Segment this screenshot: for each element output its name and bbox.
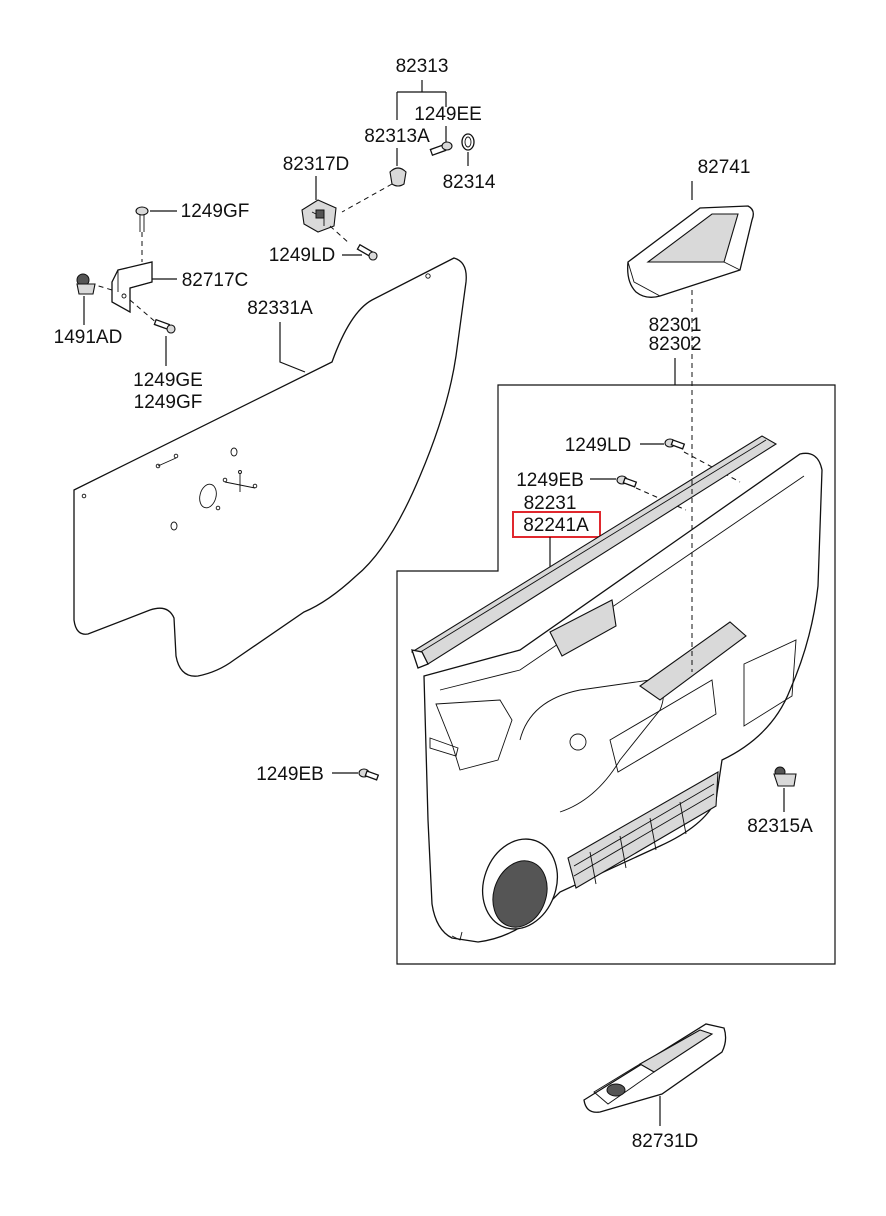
clip-82313A-icon xyxy=(389,167,407,187)
grommet-82314-icon xyxy=(461,133,475,151)
screw-1249EE-icon xyxy=(429,141,453,157)
label-82315A: 82315A xyxy=(747,816,813,837)
screw-1249LD-top-icon xyxy=(356,243,378,261)
screw-1249EB-left-icon xyxy=(358,768,380,781)
top-hardware-group: 82313 1249EE 82313A 82317D 82314 xyxy=(269,56,496,266)
trim-panel-body xyxy=(423,452,823,943)
label-1249EE: 1249EE xyxy=(414,104,482,125)
bracket-82317D-icon xyxy=(301,199,337,233)
door-trim-assembly: 82301 82302 1249LD 1249EB 82231 82241A xyxy=(256,315,836,965)
label-1249GE: 1249GE xyxy=(133,370,203,391)
leader-82313 xyxy=(396,80,447,120)
film-holes xyxy=(81,273,431,531)
label-1249LD-right: 1249LD xyxy=(565,435,632,456)
label-82314: 82314 xyxy=(443,172,496,193)
label-82717C: 82717C xyxy=(182,270,249,291)
left-hardware-group: 1249GF 82717C 1491AD 1249GE 1249GF xyxy=(54,201,250,413)
label-1249GF-bottom: 1249GF xyxy=(134,392,203,413)
speaker-grille xyxy=(492,860,548,928)
screw-1249GF-top-icon xyxy=(135,206,149,232)
sealing-film-82331A: 82331A xyxy=(73,257,467,677)
label-82301: 82301 xyxy=(649,315,702,336)
switch-panel-82731D: 82731D xyxy=(583,1023,727,1152)
label-82317D: 82317D xyxy=(283,154,350,175)
switch-mount xyxy=(639,621,747,701)
screw-1249GE-icon xyxy=(153,318,176,334)
label-1491AD: 1491AD xyxy=(54,327,123,348)
label-1249LD-top: 1249LD xyxy=(269,245,336,266)
highlight-box-82241A xyxy=(512,511,601,538)
label-82731D: 82731D xyxy=(632,1131,699,1152)
label-1249EB-left: 1249EB xyxy=(256,764,324,785)
clip-82315A-icon xyxy=(773,766,797,787)
handle-recess xyxy=(549,599,617,657)
film-outline xyxy=(73,257,467,677)
label-82302: 82302 xyxy=(649,334,702,355)
assembly-frame xyxy=(396,384,836,965)
label-82313A: 82313A xyxy=(364,126,430,147)
switch-bezel-82741: 82741 xyxy=(627,157,754,312)
label-82313: 82313 xyxy=(396,56,449,77)
screw-1249LD-right-icon xyxy=(664,438,686,450)
label-1249GF-top: 1249GF xyxy=(181,201,250,222)
screw-1249EB-right-icon xyxy=(616,475,638,488)
label-82741: 82741 xyxy=(698,157,751,178)
map-pocket-mesh xyxy=(567,771,719,889)
label-82241A: 82241A xyxy=(523,515,589,536)
bracket-82717C-icon xyxy=(111,261,153,314)
switch-knob xyxy=(606,1083,626,1097)
clip-1491AD-icon xyxy=(76,273,96,295)
label-1249EB-right: 1249EB xyxy=(516,470,584,491)
label-82331A: 82331A xyxy=(247,298,313,319)
label-82231: 82231 xyxy=(524,493,577,514)
